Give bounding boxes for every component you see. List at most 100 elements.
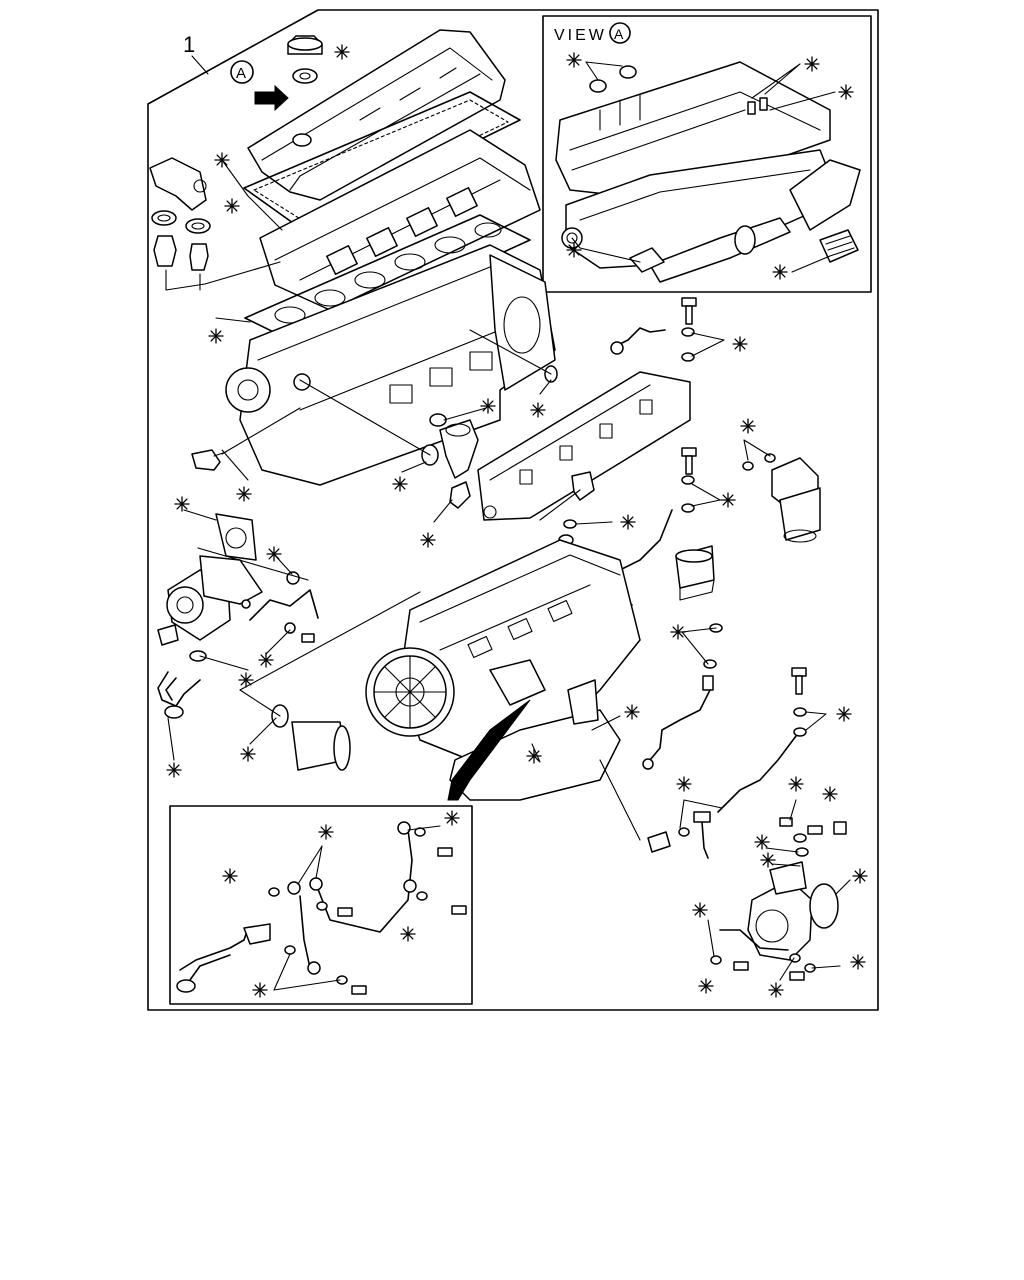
turbo-gasket-small bbox=[189, 650, 207, 662]
asterisk-mark bbox=[566, 242, 582, 258]
asterisk-mark bbox=[566, 52, 582, 68]
air-compressor bbox=[747, 861, 813, 961]
thermostat-seal-2 bbox=[185, 218, 211, 234]
asterisk-mark bbox=[266, 546, 282, 562]
inset-exhaust-pipe bbox=[649, 217, 791, 283]
asterisk-mark bbox=[530, 402, 546, 418]
asterisk-mark bbox=[720, 492, 736, 508]
asterisk-mark bbox=[252, 982, 268, 998]
asterisk-mark bbox=[420, 532, 436, 548]
turbo-oil-pipe bbox=[249, 571, 319, 643]
asterisk-mark bbox=[444, 810, 460, 826]
inset-oval-gasket-1 bbox=[589, 79, 607, 93]
asterisk-mark bbox=[760, 852, 776, 868]
asterisk-mark bbox=[166, 762, 182, 778]
front-pulley bbox=[225, 367, 311, 413]
inset-elbow-pipe bbox=[789, 159, 861, 231]
view-direction-arrow bbox=[254, 84, 289, 112]
thermostat-2 bbox=[189, 243, 209, 271]
asterisk-mark bbox=[222, 868, 238, 884]
union-bolt-right bbox=[702, 675, 714, 691]
valve-cover bbox=[247, 29, 506, 201]
asterisk-mark bbox=[836, 706, 852, 722]
thermostat-1 bbox=[153, 235, 177, 267]
compressor-oring bbox=[809, 883, 839, 929]
compressor-bolt-2 bbox=[807, 825, 823, 835]
flywheel bbox=[365, 647, 455, 737]
banjo-bolt-right-lower bbox=[791, 667, 807, 695]
asterisk-mark bbox=[740, 418, 756, 434]
valve-cover-gasket bbox=[243, 91, 521, 229]
asterisk-mark bbox=[236, 486, 252, 502]
compressor-bottom-bolt bbox=[733, 961, 805, 981]
turbo-flange bbox=[199, 555, 263, 605]
view-a-reference: A bbox=[230, 60, 289, 112]
asterisk-mark bbox=[772, 264, 788, 280]
center-washer-1 bbox=[563, 519, 577, 529]
compressor-bolt-1 bbox=[779, 817, 793, 827]
asterisk-mark bbox=[788, 776, 804, 792]
asterisk-mark bbox=[392, 476, 408, 492]
filler-cap-seal bbox=[292, 68, 318, 84]
asterisk-mark bbox=[698, 978, 714, 994]
pipe-detail-inset bbox=[169, 805, 473, 1005]
asterisk-mark bbox=[318, 824, 334, 840]
item-number-label: 1 bbox=[183, 32, 195, 57]
inset-oval-gasket-2 bbox=[619, 65, 637, 79]
asterisk-mark bbox=[238, 672, 254, 688]
asterisk-mark bbox=[258, 652, 274, 668]
cylinder-block bbox=[239, 244, 556, 486]
water-outlet-elbow bbox=[439, 419, 479, 479]
compressor-bolt-3 bbox=[833, 821, 847, 835]
asterisk-mark bbox=[208, 328, 224, 344]
elbow-gasket bbox=[449, 481, 471, 509]
inset-plug-1 bbox=[747, 101, 756, 115]
nozzle-plug bbox=[571, 471, 595, 501]
fuel-bolt-upper bbox=[681, 447, 697, 475]
asterisk-mark bbox=[804, 56, 820, 72]
starter-motor bbox=[489, 659, 599, 725]
turbo-gasket bbox=[215, 513, 257, 561]
view-a-letter: A bbox=[614, 26, 624, 42]
thermostat-seal-1 bbox=[151, 210, 177, 226]
inset-plug-2 bbox=[759, 97, 768, 111]
oil-pipe-upper bbox=[610, 327, 666, 355]
asterisk-mark bbox=[620, 514, 636, 530]
oil-cooler-element bbox=[291, 721, 351, 771]
asterisk-marks bbox=[166, 44, 868, 998]
temp-sensor bbox=[191, 449, 227, 471]
item-number-callout: 1 bbox=[183, 32, 209, 75]
asterisk-mark bbox=[624, 704, 640, 720]
asterisk-mark bbox=[838, 84, 854, 100]
asterisk-mark bbox=[526, 748, 542, 764]
inset-flange-gasket bbox=[629, 247, 665, 273]
oil-filler-cap bbox=[287, 35, 323, 55]
intake-manifold bbox=[477, 371, 691, 521]
asterisk-mark bbox=[768, 982, 784, 998]
asterisk-mark bbox=[480, 398, 496, 414]
asterisk-mark bbox=[334, 44, 350, 60]
asterisk-mark bbox=[174, 496, 190, 512]
asterisk-mark bbox=[754, 834, 770, 850]
view-a-inset: VIEW A bbox=[542, 15, 872, 293]
asterisk-mark bbox=[214, 152, 230, 168]
asterisk-mark bbox=[240, 746, 256, 762]
turbo-return-pipe bbox=[157, 671, 201, 719]
thermostat-housing bbox=[149, 157, 207, 211]
pipe-fitting-lower bbox=[647, 811, 711, 859]
asterisk-mark bbox=[692, 902, 708, 918]
asterisk-mark bbox=[676, 776, 692, 792]
oil-filter-cartridge bbox=[779, 487, 821, 543]
view-ref-letter: A bbox=[236, 65, 246, 82]
asterisk-mark bbox=[850, 954, 866, 970]
asterisk-mark bbox=[732, 336, 748, 352]
view-a-label: VIEW bbox=[554, 27, 607, 44]
asterisk-mark bbox=[224, 198, 240, 214]
fuel-filter bbox=[675, 545, 715, 601]
outer-frame bbox=[147, 9, 879, 1011]
asterisk-mark bbox=[400, 926, 416, 942]
asterisk-mark bbox=[670, 624, 686, 640]
cylinder-head bbox=[259, 129, 541, 311]
banjo-bolt-upper bbox=[681, 297, 697, 325]
